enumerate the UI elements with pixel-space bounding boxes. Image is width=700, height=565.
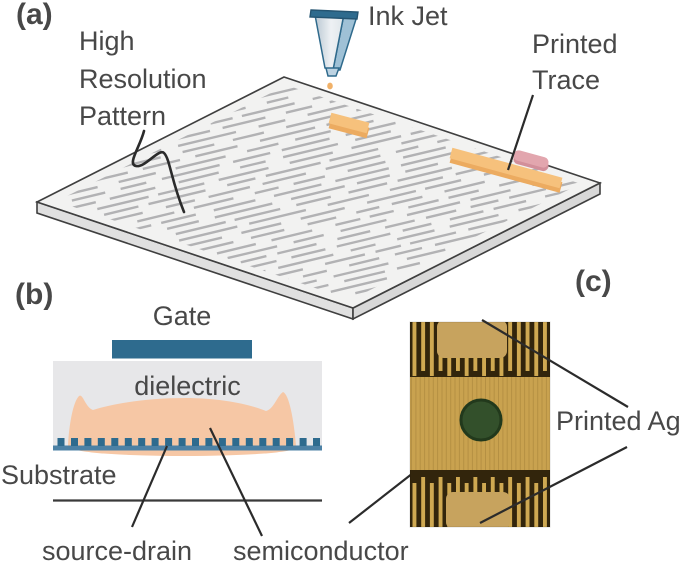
gate-label: Gate <box>152 301 212 331</box>
printed-trace-line2: Trace <box>532 64 601 95</box>
pointer-printed-ag-bottom <box>479 446 628 524</box>
pointer-printed-ag-top <box>481 319 629 408</box>
panel-a-label: (a) <box>16 0 53 31</box>
pointer-semiconductor-blob <box>209 427 263 537</box>
semiconductor-label: semiconductor <box>233 536 409 565</box>
photo-bottom-pad <box>446 492 510 527</box>
hrp-line3: Pattern <box>79 101 167 131</box>
dielectric-label: dielectric <box>134 371 241 401</box>
semiconductor-blob <box>68 392 296 446</box>
panel-c-label: (c) <box>575 265 612 298</box>
photo-border <box>409 321 551 528</box>
device-photo <box>410 322 550 527</box>
inkjet-nozzle-top-bar <box>309 9 359 20</box>
inkjet-nozzle-tip <box>325 67 341 77</box>
substrate-label: Substrate <box>1 460 117 490</box>
pointer-printed-trace <box>506 94 535 171</box>
printed-ag-label: Printed Ag <box>556 406 681 436</box>
semiconductor-droplet-circle <box>459 398 503 442</box>
gate-electrode <box>112 340 252 359</box>
printed-patch <box>328 112 370 139</box>
printed-trace-shape <box>449 147 563 193</box>
pattern-squiggle-arrow <box>131 129 186 214</box>
fresh-ink-segment <box>513 150 549 172</box>
pointer-source-drain <box>130 445 169 528</box>
printed-trace-line1: Printed <box>532 29 618 59</box>
ink-jet-label: Ink Jet <box>368 1 448 31</box>
hrp-line1: High <box>79 26 135 56</box>
ink-droplet <box>327 82 333 90</box>
photo-top-pad <box>437 322 507 358</box>
source-drain-label: source-drain <box>42 536 193 565</box>
source-drain-teeth <box>57 438 320 446</box>
panel-b-label: (b) <box>15 278 54 311</box>
inkjet-nozzle <box>309 9 359 77</box>
hrp-line2: Resolution <box>79 63 207 94</box>
electrode-bar <box>53 445 322 451</box>
